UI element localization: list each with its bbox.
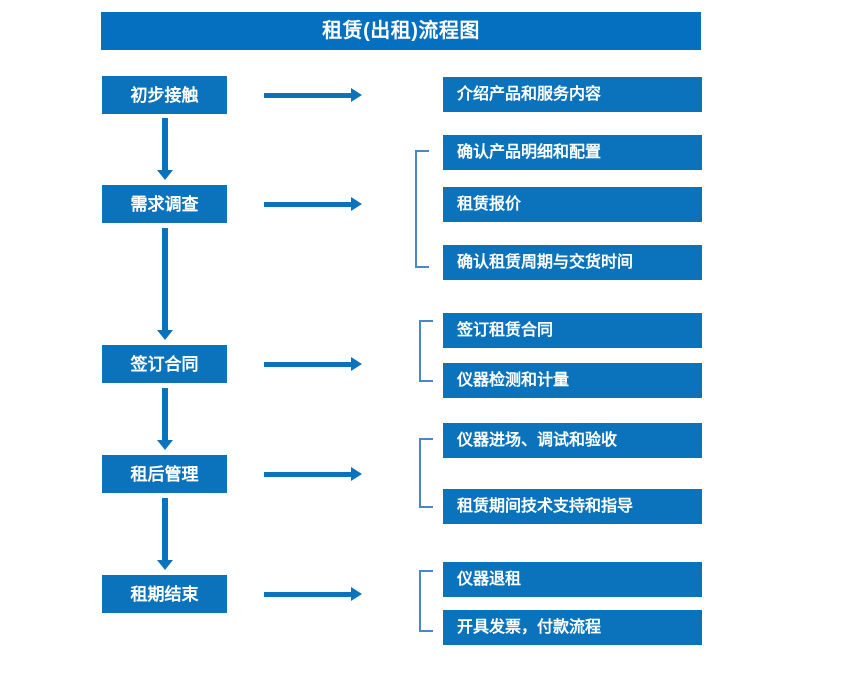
detail-arrow-right-2: [264, 197, 362, 211]
detail-label-3: 租赁报价: [457, 195, 522, 213]
arrow-head-right-icon: [351, 88, 362, 102]
detail-box-10[interactable]: 开具发票，付款流程: [443, 610, 702, 645]
group-bracket-1: [415, 150, 429, 268]
detail-label-6: 仪器检测和计量: [457, 371, 570, 389]
detail-arrow-right-5: [264, 587, 362, 601]
detail-arrow-right-3: [264, 357, 362, 371]
flow-arrow-down-2: [157, 228, 173, 340]
stage-box-4[interactable]: 租后管理: [102, 455, 227, 493]
arrow-head-right-icon: [351, 197, 362, 211]
flow-arrow-down-4: [157, 498, 173, 570]
detail-box-7[interactable]: 仪器进场、调试和验收: [443, 423, 702, 458]
arrow-head-down-icon: [157, 330, 173, 340]
stage-label-2: 需求调查: [130, 194, 199, 214]
detail-box-2[interactable]: 确认产品明细和配置: [443, 135, 702, 170]
detail-label-8: 租赁期间技术支持和指导: [457, 497, 634, 515]
detail-box-9[interactable]: 仪器退租: [443, 562, 702, 597]
arrow-shaft: [264, 592, 352, 597]
stage-box-1[interactable]: 初步接触: [102, 76, 227, 114]
group-bracket-3: [419, 438, 433, 508]
arrow-shaft: [264, 472, 352, 477]
detail-box-4[interactable]: 确认租赁周期与交货时间: [443, 245, 702, 280]
stage-label-3: 签订合同: [130, 354, 199, 374]
stage-box-3[interactable]: 签订合同: [102, 345, 227, 383]
stage-box-2[interactable]: 需求调查: [102, 185, 227, 223]
arrow-head-right-icon: [351, 467, 362, 481]
stage-label-5: 租期结束: [130, 584, 199, 604]
detail-label-9: 仪器退租: [457, 570, 522, 588]
detail-box-6[interactable]: 仪器检测和计量: [443, 363, 702, 398]
group-bracket-4: [419, 570, 433, 632]
detail-label-1: 介绍产品和服务内容: [457, 85, 602, 103]
arrow-shaft: [264, 362, 352, 367]
arrow-shaft: [162, 118, 168, 170]
detail-label-10: 开具发票，付款流程: [457, 618, 602, 636]
arrow-shaft: [162, 388, 168, 440]
arrow-head-down-icon: [157, 440, 173, 450]
stage-label-1: 初步接触: [130, 85, 199, 105]
detail-box-3[interactable]: 租赁报价: [443, 187, 702, 222]
detail-arrow-right-4: [264, 467, 362, 481]
group-bracket-2: [419, 320, 433, 382]
arrow-shaft: [264, 93, 352, 98]
arrow-head-down-icon: [157, 560, 173, 570]
diagram-title-bar: 租赁(出租)流程图: [101, 12, 701, 50]
stage-box-5[interactable]: 租期结束: [102, 575, 227, 613]
arrow-shaft: [162, 228, 168, 330]
flow-arrow-down-3: [157, 388, 173, 450]
arrow-shaft: [264, 202, 352, 207]
arrow-head-down-icon: [157, 170, 173, 180]
flow-arrow-down-1: [157, 118, 173, 180]
detail-arrow-right-1: [264, 88, 362, 102]
stage-label-4: 租后管理: [130, 464, 199, 484]
diagram-title: 租赁(出租)流程图: [322, 20, 480, 42]
detail-box-1[interactable]: 介绍产品和服务内容: [443, 77, 702, 112]
detail-label-7: 仪器进场、调试和验收: [457, 431, 618, 449]
arrow-head-right-icon: [351, 357, 362, 371]
detail-label-4: 确认租赁周期与交货时间: [457, 253, 634, 271]
detail-label-2: 确认产品明细和配置: [457, 143, 602, 161]
arrow-head-right-icon: [351, 587, 362, 601]
detail-label-5: 签订租赁合同: [457, 321, 554, 339]
detail-box-5[interactable]: 签订租赁合同: [443, 313, 702, 348]
arrow-shaft: [162, 498, 168, 560]
detail-box-8[interactable]: 租赁期间技术支持和指导: [443, 489, 702, 524]
